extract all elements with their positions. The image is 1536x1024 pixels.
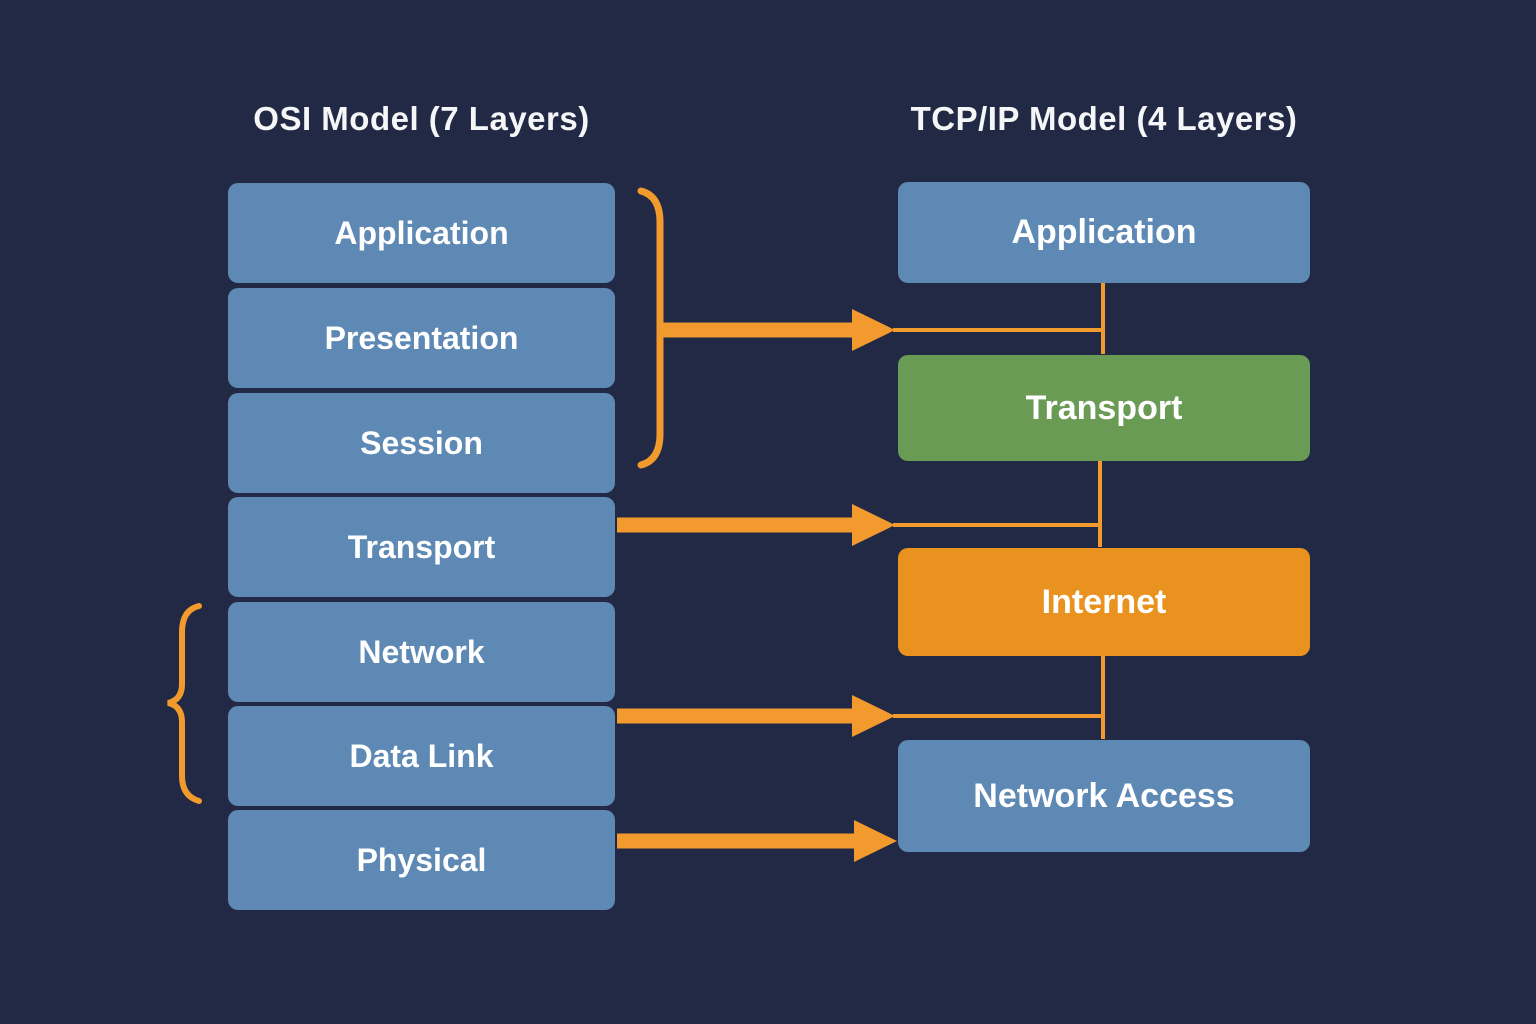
osi-layer-application: Application bbox=[228, 183, 615, 283]
tcpip-layer-transport: Transport bbox=[898, 355, 1310, 461]
upper-layers-to-application-arrow bbox=[660, 283, 1105, 354]
osi-layer-data-link: Data Link bbox=[228, 706, 615, 806]
osi-layer-network: Network bbox=[228, 602, 615, 702]
tcpip-layer-internet: Internet bbox=[898, 548, 1310, 656]
tcpip-layer-application: Application bbox=[898, 182, 1310, 283]
network-datalink-brace bbox=[167, 603, 202, 804]
datalink-to-internet-arrow bbox=[617, 656, 1105, 739]
osi-model-title: OSI Model (7 Layers) bbox=[253, 100, 590, 137]
osi-upper-layers-bracket bbox=[637, 187, 664, 469]
osi-layer-session: Session bbox=[228, 393, 615, 493]
tcpip-model-title: TCP/IP Model (4 Layers) bbox=[910, 100, 1298, 137]
transport-to-transport-arrow bbox=[617, 461, 1102, 547]
tcpip-layer-network-access: Network Access bbox=[898, 740, 1310, 852]
osi-layer-presentation: Presentation bbox=[228, 288, 615, 388]
physical-to-network-access-arrow bbox=[617, 820, 897, 862]
osi-layer-physical: Physical bbox=[228, 810, 615, 910]
osi-layer-transport: Transport bbox=[228, 497, 615, 597]
